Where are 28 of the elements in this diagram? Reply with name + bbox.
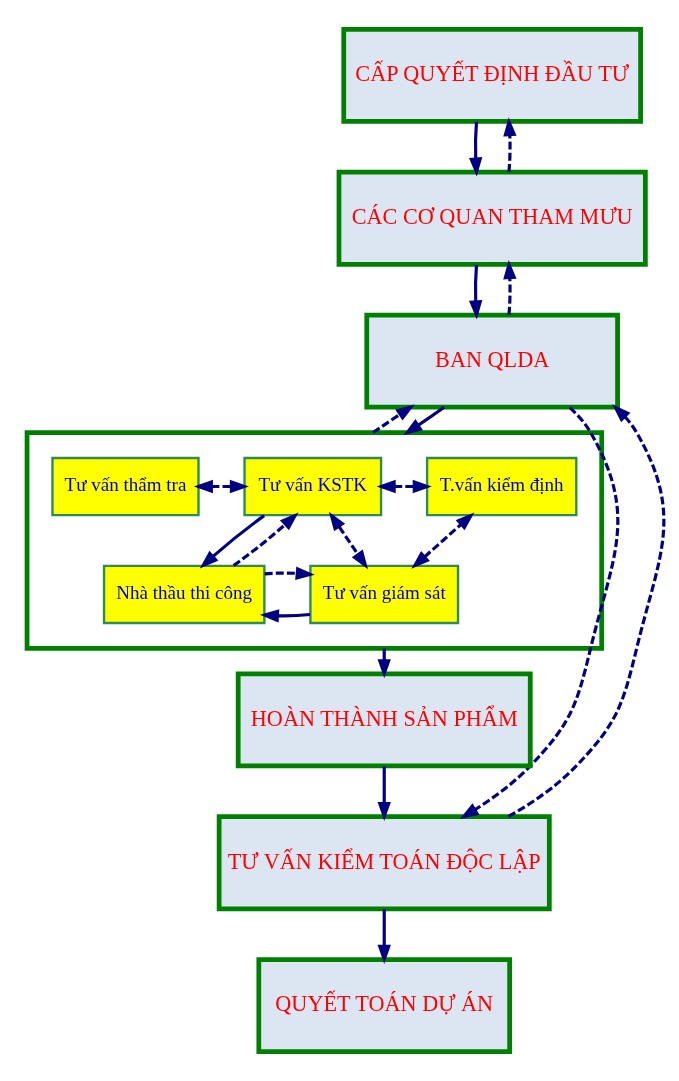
arrow [193,479,249,494]
node-box: Tư vấn giám sát [309,564,460,625]
arrow [259,609,311,623]
node-box: Nhà thầu thi công [102,564,266,625]
arrow [377,766,391,822]
arrow [376,479,432,494]
arrow [411,512,475,569]
arrow [377,909,391,964]
node-box: HOÀN THÀNH SẢN PHẨM [235,671,533,769]
node-box: QUYẾT TOÁN DỰ ÁN [256,957,512,1055]
node-box: CẤP QUYẾT ĐỊNH ĐẦU TƯ [341,26,643,124]
arrow [507,404,666,818]
arrow [503,260,517,315]
arrow [503,117,517,172]
arrow [469,264,483,320]
node-box: T.vấn kiểm định [425,456,578,517]
node-box: TƯ VẤN KIỂM TOÁN ĐỘC LẬP [216,814,552,912]
arrow [328,511,369,570]
node-box: Tư vấn thẩm tra [51,456,200,517]
node-box: CÁC CƠ QUAN THAM MƯU [336,169,648,267]
cluster [24,430,605,651]
arrow [232,512,299,567]
node-box: BAN QLDA [364,312,620,410]
arrow [459,406,620,819]
node-box: Tư vấn KSTK [243,456,383,517]
arrow [469,121,483,177]
arrow [199,514,266,569]
arrow [264,566,315,580]
